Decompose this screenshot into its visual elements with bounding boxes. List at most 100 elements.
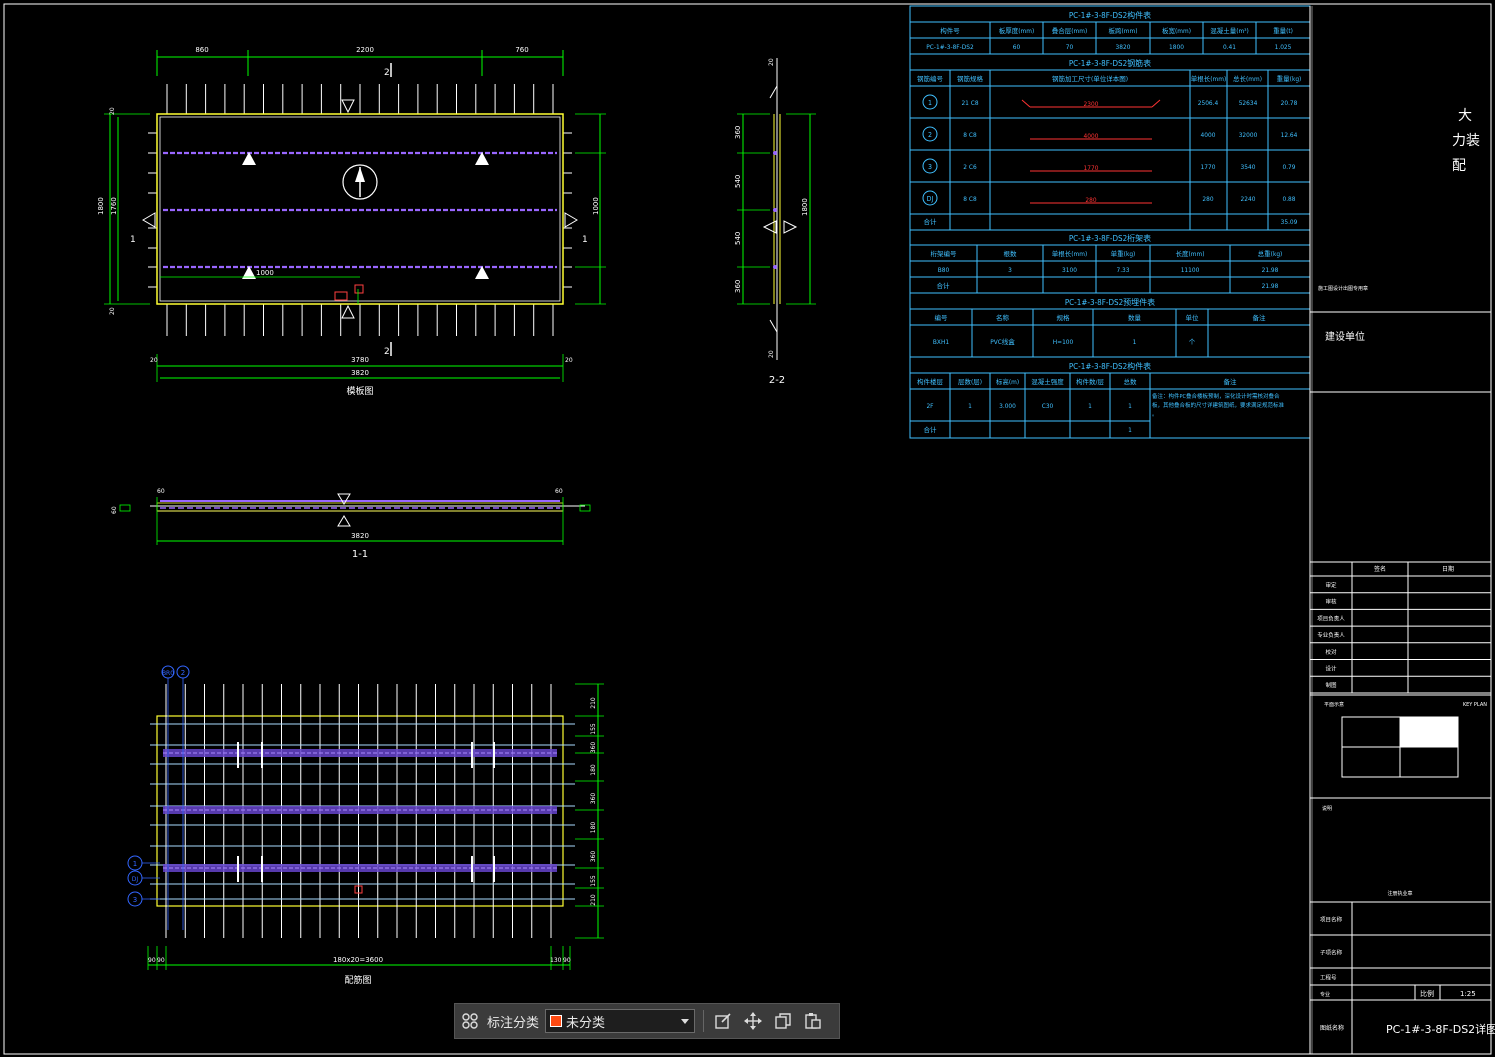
plan-small-1: 20 xyxy=(109,307,116,315)
sec22-dim-6: 20 xyxy=(768,350,775,358)
grid-apps-icon[interactable] xyxy=(455,1006,485,1036)
t2-id: 1 xyxy=(928,99,932,107)
sign-row-label: 专业负责人 xyxy=(1317,631,1345,639)
plan-small-3: 20 xyxy=(565,357,573,364)
tb-vert-0: 大 xyxy=(1458,108,1472,124)
t4-cell: H=100 xyxy=(1053,338,1074,346)
plan-mark-1-right: 1 xyxy=(582,235,588,245)
t1-header: 叠合层(mm) xyxy=(1052,26,1087,35)
tb-stamp-label: 注册执业章 xyxy=(1387,890,1412,897)
section-2-2-title: 2-2 xyxy=(769,375,785,386)
paste-icon[interactable] xyxy=(798,1006,828,1036)
t4-header: 编号 xyxy=(935,313,949,322)
truss-band xyxy=(163,749,557,757)
info-row-label: 子项名称 xyxy=(1320,949,1343,957)
tb-small-line: 施工图设计出图专用章 xyxy=(1318,285,1368,292)
t3-header: 桁架编号 xyxy=(931,249,958,258)
t2-len: 2300 xyxy=(1084,100,1099,108)
truss-band xyxy=(163,864,557,872)
plan-mark-2-top: 2 xyxy=(384,68,390,78)
sign-row-label: 项目负责人 xyxy=(1317,614,1345,622)
annotation-toolbar: 标注分类 未分类 xyxy=(454,1003,840,1039)
rebar-id-circle xyxy=(922,94,938,110)
t3-header: 单重(kg) xyxy=(1111,249,1136,258)
t3-header: 总重(kg) xyxy=(1258,249,1283,258)
plan-small-0: 20 xyxy=(109,107,116,115)
t5-header: 构件楼层 xyxy=(917,377,944,386)
truss-band xyxy=(163,806,557,814)
t1-cell: PC-1#-3-8F-DS2 xyxy=(926,43,974,51)
lifting-point-icon xyxy=(475,266,489,279)
category-select[interactable]: 未分类 xyxy=(545,1009,696,1033)
t5-header: 备注 xyxy=(1224,377,1238,386)
reinf-right-dim: 155 xyxy=(590,875,597,887)
t1-cell: 3820 xyxy=(1116,43,1131,51)
move-icon[interactable] xyxy=(738,1006,768,1036)
chevron-down-icon xyxy=(681,1019,690,1024)
t5-header: 总数 xyxy=(1124,377,1138,386)
reinf-label-br0: BR0 xyxy=(162,670,174,677)
formwork-plan: 860 2200 760 2 1000 xyxy=(97,46,606,397)
t2-total: 32000 xyxy=(1239,131,1258,139)
rebar-id-circle xyxy=(922,158,938,174)
lifting-point-icon xyxy=(242,266,256,279)
t3-header: 长度(mm) xyxy=(1176,249,1205,258)
rebar-id-circle xyxy=(922,126,938,142)
reinf-label-1: 1 xyxy=(133,860,137,868)
plan-dim-left-0: 1800 xyxy=(97,197,105,215)
section-2-2: 360 540 540 360 1800 20 20 2-2 xyxy=(734,58,816,386)
t3-cell: B80 xyxy=(938,266,950,274)
plan-dim-top-0: 860 xyxy=(195,46,208,54)
t3-header: 根数 xyxy=(1004,249,1018,258)
t3-cell: 11100 xyxy=(1181,266,1200,274)
t2-total: 3540 xyxy=(1241,163,1256,171)
t3-header: 单根长(mm) xyxy=(1052,249,1087,258)
t1-cell: 0.41 xyxy=(1223,43,1236,51)
rebar-id-circle xyxy=(922,190,938,206)
t4-header: 单位 xyxy=(1186,313,1200,322)
t5-cell: 1 xyxy=(1128,402,1132,410)
info-row-label: 工程号 xyxy=(1320,974,1337,982)
t2-wt: 12.64 xyxy=(1281,131,1298,139)
direction-arrow-icon xyxy=(342,164,378,200)
reinf-right-dim: 180 xyxy=(590,764,597,776)
t2-id: 2 xyxy=(928,131,932,139)
t2-single: 1770 xyxy=(1201,163,1216,171)
plan-dim-bottom-0: 3780 xyxy=(351,356,369,364)
copy-icon[interactable] xyxy=(768,1006,798,1036)
t2-id: 3 xyxy=(928,163,932,171)
info-row-label: 项目名称 xyxy=(1320,916,1343,924)
t2-header: 钢筋规格 xyxy=(957,74,984,83)
sec22-dim-4: 360 xyxy=(734,280,742,293)
sec11-dim-1: 60 xyxy=(555,488,563,495)
reinf-dim-2: 180x20=3600 xyxy=(333,956,383,964)
t2-header: 重量(kg) xyxy=(1277,75,1302,83)
t4-cell: 个 xyxy=(1189,338,1196,346)
reinf-label-2: 2 xyxy=(181,669,185,677)
reinf-right-dim: 180 xyxy=(590,822,597,834)
edit-icon[interactable] xyxy=(708,1006,738,1036)
toolbar-divider xyxy=(703,1010,705,1032)
tb-client: 建设单位 xyxy=(1325,330,1365,343)
sign-row-label: 校对 xyxy=(1325,648,1337,656)
t2-len: 280 xyxy=(1085,196,1096,204)
t2-total-value: 35.09 xyxy=(1281,218,1298,226)
t2-spec: 2 C6 xyxy=(963,163,977,171)
t2-spec: 8 C8 xyxy=(963,195,977,203)
tb-vert-2: 配 xyxy=(1452,158,1466,174)
t4-header: 名称 xyxy=(996,313,1010,322)
t2-id: DJ xyxy=(927,195,934,203)
tb-note-label: 说明 xyxy=(1322,805,1332,812)
t2-single: 280 xyxy=(1202,195,1213,203)
t3-title: PC-1#-3-8F-DS2桁架表 xyxy=(1069,233,1151,243)
reinf-label-dj: DJ xyxy=(132,876,139,883)
t2-title: PC-1#-3-8F-DS2钢筋表 xyxy=(1069,58,1151,68)
t4-header: 备注 xyxy=(1253,313,1267,322)
t1-header: 板跨(mm) xyxy=(1109,26,1138,35)
t5-cell: 1 xyxy=(1088,402,1092,410)
title-block: 大 力装 配 施工图设计出图专用章 建设单位 签名日期审定审核项目负责人专业负责… xyxy=(1309,6,1495,1054)
t3-cell: 3 xyxy=(1008,266,1012,274)
t1-cell: 1800 xyxy=(1169,43,1184,51)
